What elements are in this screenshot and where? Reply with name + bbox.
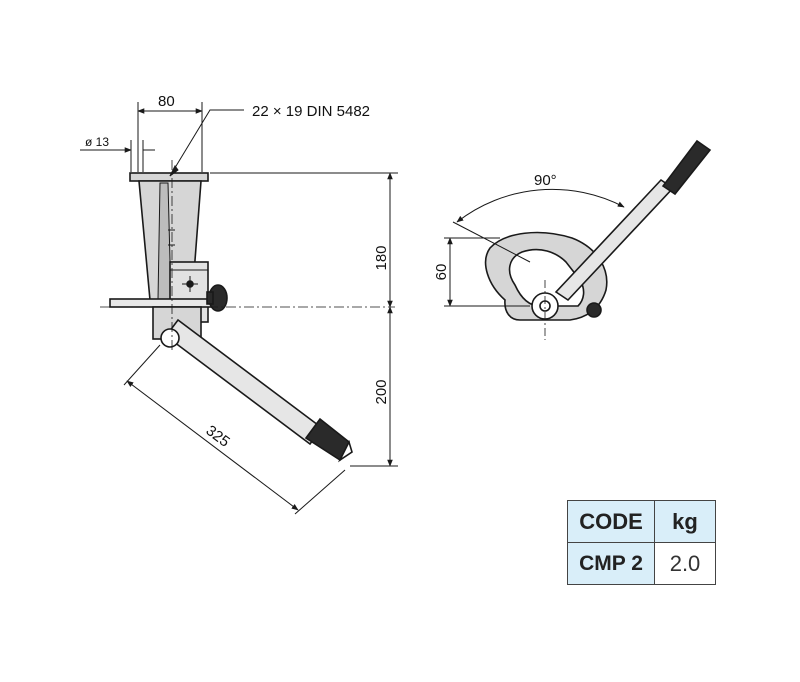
table-row: CMP 2 2.0 [567, 542, 716, 585]
dim-60-label: 60 [433, 264, 450, 281]
header-kg: kg [654, 500, 716, 543]
lever-arm [164, 318, 324, 446]
table-header-row: CODE kg [567, 500, 716, 543]
top-grip [661, 139, 712, 196]
side-dimensions [80, 102, 398, 515]
horizontal-bar [109, 298, 213, 308]
spline-label: 22 × 19 DIN 5482 [252, 103, 370, 120]
angle-label: 90° [534, 172, 557, 189]
dim-325-label: 325 [203, 422, 233, 451]
side-view [109, 172, 353, 463]
top-knob [586, 302, 602, 318]
cell-kg: 2.0 [654, 542, 716, 585]
spec-table: CODE kg CMP 2 2.0 [567, 500, 716, 585]
dim-80-label: 80 [158, 93, 175, 110]
top-view [484, 139, 712, 321]
cell-code: CMP 2 [567, 542, 655, 585]
dim-200-label: 200 [373, 379, 390, 404]
header-code: CODE [567, 500, 655, 543]
diameter-label: ø 13 [85, 135, 109, 149]
top-plate [129, 172, 209, 182]
top-dimensions [444, 188, 625, 307]
dim-180-label: 180 [373, 245, 390, 270]
